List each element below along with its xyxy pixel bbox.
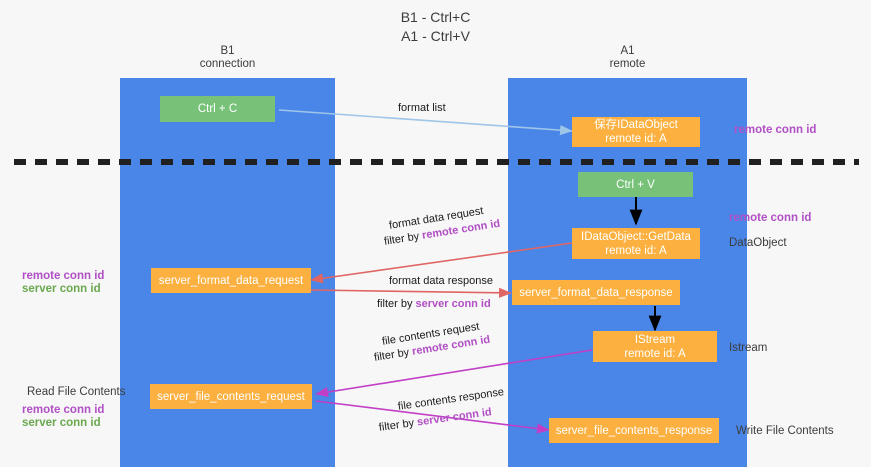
annotation-remote-conn-id-mid: remote conn id: [729, 212, 812, 224]
node-server-file-contents-response[interactable]: server_file_contents_response: [549, 418, 719, 443]
annotation-left-remote-conn-id-bottom: remote conn id: [22, 404, 105, 416]
node-istream[interactable]: IStream remote id: A: [593, 331, 717, 362]
diagram-title: B1 - Ctrl+C A1 - Ctrl+V: [400, 9, 471, 44]
node-ctrl-c[interactable]: Ctrl + C: [160, 96, 275, 122]
annotation-left-server-conn-id-mid: server conn id: [22, 283, 101, 295]
filter-key-server-conn-id: server conn id: [415, 298, 491, 310]
annotation-remote-conn-id-top: remote conn id: [734, 124, 817, 136]
edge-label-format-list: format list: [398, 102, 446, 114]
section-divider: [14, 159, 859, 165]
edge-label-format-data-response: format data response: [389, 275, 493, 287]
annotation-left-remote-conn-id-mid: remote conn id: [22, 270, 105, 282]
node-save-idataobject[interactable]: 保存IDataObject remote id: A: [572, 117, 700, 147]
node-server-file-contents-request[interactable]: server_file_contents_request: [150, 384, 312, 409]
filter-prefix: filter by: [373, 345, 414, 364]
column-header-a1: A1 remote: [609, 45, 646, 70]
edge-label-format-data-response-filter: filter by server conn id: [377, 297, 491, 312]
node-server-format-data-response[interactable]: server_format_data_response: [512, 280, 680, 305]
annotation-istream: Istream: [729, 342, 768, 354]
column-header-b1: B1 connection: [199, 45, 256, 70]
filter-prefix: filter by: [377, 298, 416, 310]
annotation-dataobject: DataObject: [729, 237, 787, 249]
edge-label-format-data-request-filter: filter by remote conn id: [383, 218, 501, 250]
edge-label-file-contents-request-filter: filter by remote conn id: [373, 334, 491, 366]
node-idataobject-getdata[interactable]: IDataObject::GetData remote id: A: [572, 228, 700, 259]
annotation-write-file-contents: Write File Contents: [736, 425, 834, 437]
annotation-left-server-conn-id-bottom: server conn id: [22, 417, 101, 429]
filter-prefix: filter by: [378, 416, 418, 434]
annotation-read-file-contents: Read File Contents: [27, 386, 126, 398]
edge-label-file-contents-response-filter: filter by server conn id: [378, 406, 492, 436]
node-ctrl-v[interactable]: Ctrl + V: [578, 172, 693, 197]
node-server-format-data-request[interactable]: server_format_data_request: [151, 268, 311, 293]
arrow-format-data-response: [310, 287, 512, 298]
